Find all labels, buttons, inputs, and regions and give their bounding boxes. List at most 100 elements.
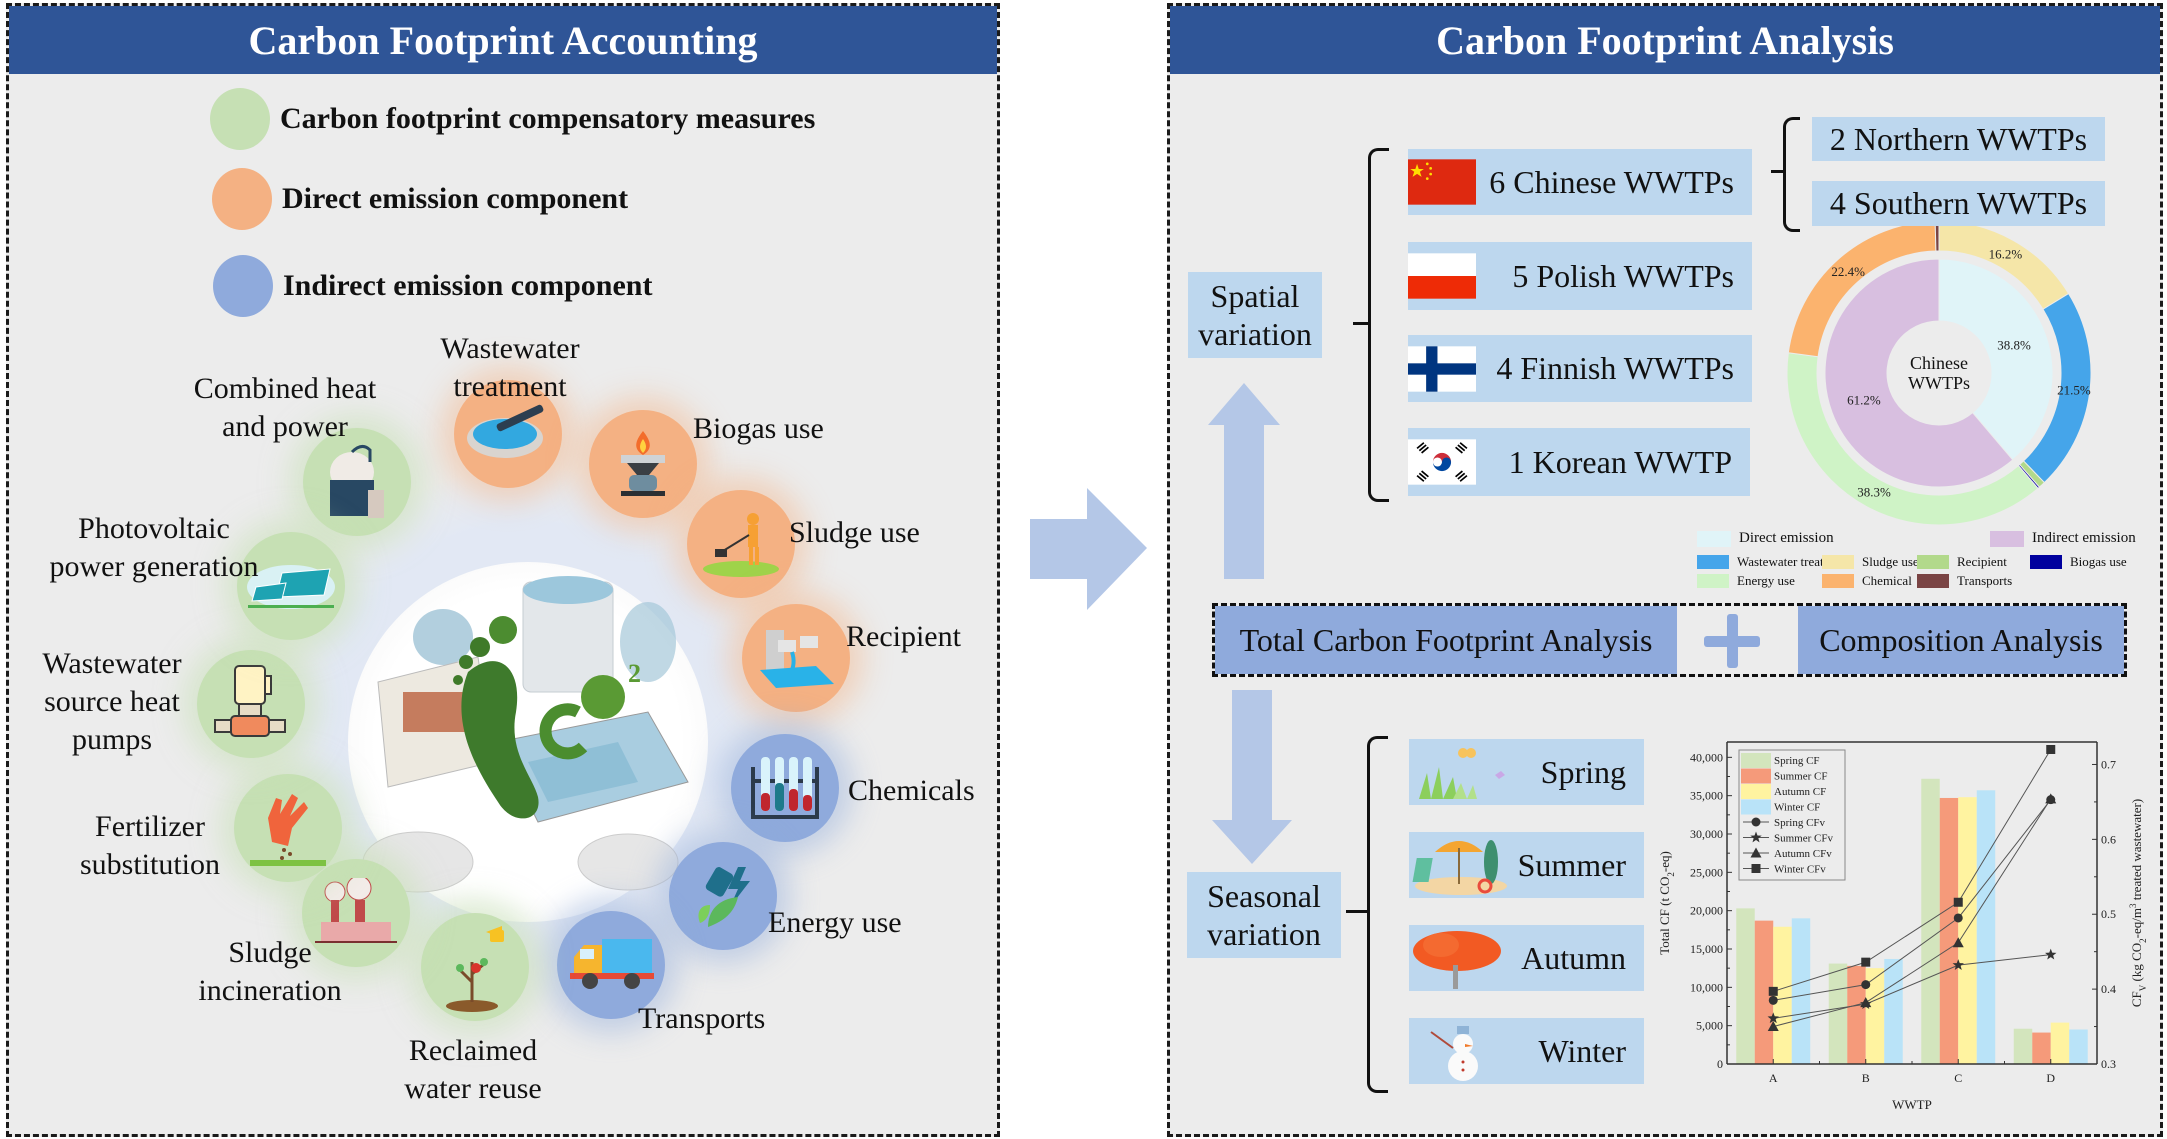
legend-label: Indirect emission: [2032, 530, 2136, 546]
y-tick-label: 20,000: [1690, 904, 1723, 918]
season-autumn[interactable]: Autumn: [1409, 925, 1644, 991]
marker-triangle: [2045, 793, 2057, 804]
finland-flag-icon: [1408, 345, 1476, 392]
legend-swatch: [1697, 530, 1731, 547]
subgroup-southern[interactable]: 4 Southern WWTPs: [1812, 181, 2105, 226]
test-tubes-icon: [751, 757, 819, 819]
node-combined-heat-power[interactable]: [303, 428, 411, 536]
node-transports[interactable]: [557, 911, 665, 1019]
y-tick-label: 0: [1717, 1057, 1723, 1071]
label-combined-heat-power: Combined heat and power: [193, 372, 377, 443]
point-winter-cfv-C: [1953, 897, 1963, 907]
node-recipient[interactable]: [742, 604, 850, 712]
total-cf-analysis[interactable]: Total Carbon Footprint Analysis: [1215, 606, 1677, 674]
legend-label: Direct emission: [1739, 530, 1834, 546]
spring-grass-butterfly-icon: [1419, 748, 1505, 799]
node-fertilizer-substitution[interactable]: [234, 774, 342, 882]
y-tick-label: 25,000: [1690, 865, 1723, 879]
seasonal-brace: [1367, 736, 1388, 1093]
y-axis-label: Total CF (t CO2-eq): [1657, 851, 1676, 955]
donut-center-title: WWTPs: [1908, 373, 1970, 393]
country-chinese[interactable]: 6 Chinese WWTPs: [1408, 149, 1752, 215]
legend-label: Recipient: [1957, 554, 2007, 569]
line-winter-cfv: [1773, 749, 2052, 992]
seasonal-cf-chart: 05,00010,00015,00020,00025,00030,00035,0…: [1657, 741, 2148, 1112]
legend-swatch-winter-cf: [1741, 799, 1771, 815]
svg-text:2: 2: [628, 659, 641, 688]
up-arrow-icon: [1208, 383, 1280, 579]
marker-square: [1953, 897, 1963, 907]
spatial-brace: [1368, 148, 1389, 502]
node-energy-use[interactable]: [669, 842, 777, 950]
legend-label-summer-cfv: Summer CFv: [1774, 833, 1833, 845]
node-sludge-use[interactable]: [687, 490, 795, 598]
clarifier-tank-icon: [467, 404, 544, 458]
legend-label: Transports: [1957, 573, 2013, 588]
legend-swatch: [1697, 555, 1729, 569]
y2-tick-label: 0.3: [2101, 1057, 2116, 1071]
point-summer-cfv-D: [2045, 948, 2057, 960]
y-tick-label: 40,000: [1690, 750, 1723, 764]
legend-label-winter-cfv: Winter CFv: [1774, 864, 1826, 876]
point-winter-cfv-A: [1768, 986, 1778, 996]
subgroup-northern[interactable]: 2 Northern WWTPs: [1812, 117, 2105, 161]
label-fertilizer-substitution: Fertilizer substitution: [79, 810, 221, 881]
node-photovoltaic[interactable]: [237, 532, 345, 640]
factory-chimney-icon: [315, 878, 397, 943]
marker-star: [1750, 831, 1762, 843]
marker-circle: [1861, 980, 1871, 990]
country-korean[interactable]: 1 Korean WWTP: [1408, 428, 1750, 496]
composition-analysis[interactable]: Composition Analysis: [1798, 606, 2124, 674]
label-transports: Transports: [638, 1002, 766, 1035]
donut-label-chemical: 22.4%: [1831, 264, 1865, 279]
legend-swatch-spring-cf: [1741, 753, 1771, 768]
blue-circle-icon: [213, 255, 273, 317]
hand-seeds-icon: [250, 794, 326, 866]
marker-circle: [1953, 913, 1963, 923]
china-flag-icon: [1408, 159, 1476, 205]
marker-square: [2046, 744, 2056, 754]
marker-star: [2045, 948, 2057, 960]
legend-swatch-summer-cf: [1741, 768, 1771, 784]
heat-pump-icon: [214, 665, 286, 737]
line-autumn-cfv: [1773, 798, 2052, 1028]
y-tick-label: 15,000: [1690, 942, 1723, 956]
marker-star: [1767, 1012, 1779, 1024]
point-spring-cfv-C: [1953, 913, 1963, 923]
legend-label: Wastewater treatment: [1737, 554, 1850, 569]
node-reclaimed-water-reuse[interactable]: [421, 913, 529, 1021]
point-spring-cfv-A: [1768, 995, 1778, 1005]
marker-square: [1751, 864, 1761, 873]
point-autumn-cfv-D: [2045, 793, 2057, 804]
season-summer[interactable]: Summer: [1409, 832, 1644, 898]
x-tick-label-A: A: [1769, 1071, 1778, 1085]
node-biogas-use[interactable]: [589, 410, 697, 518]
point-autumn-cfv-B: [1860, 997, 1872, 1008]
spatial-variation-box: Spatial variation: [1188, 272, 1322, 358]
chp-tank-icon: [330, 445, 384, 518]
y-tick-label: 30,000: [1690, 827, 1723, 841]
country-finnish-label: 4 Finnish WWTPs: [1496, 350, 1734, 386]
y2-tick-label: 0.6: [2101, 832, 2116, 846]
country-chinese-label: 6 Chinese WWTPs: [1489, 163, 1734, 200]
node-sludge-incineration[interactable]: [302, 859, 410, 967]
x-tick-label-D: D: [2046, 1071, 2055, 1085]
gas-stove-flame-icon: [621, 431, 665, 496]
marker-triangle: [1767, 1021, 1779, 1032]
country-polish[interactable]: 5 Polish WWTPs: [1408, 242, 1752, 310]
wwtp-carbon-footprint-illustration: 2: [348, 562, 708, 922]
season-spring[interactable]: Spring: [1409, 739, 1644, 805]
node-wastewater-heat-pumps[interactable]: [197, 650, 305, 758]
point-summer-cfv-A: [1767, 1012, 1779, 1024]
label-energy-use: Energy use: [768, 906, 902, 939]
donut-label-wastewater-treatment: 21.5%: [2057, 382, 2091, 397]
country-polish-label: 5 Polish WWTPs: [1512, 257, 1734, 294]
season-winter[interactable]: Winter: [1409, 1018, 1644, 1084]
beach-umbrella-icon: [1412, 840, 1507, 895]
donut-legend-biogas-use: Biogas use: [2030, 554, 2127, 570]
node-chemicals[interactable]: [731, 734, 839, 842]
country-finnish[interactable]: 4 Finnish WWTPs: [1408, 335, 1752, 402]
legend-marker-autumn-cfv: [1750, 847, 1762, 858]
point-winter-cfv-B: [1861, 957, 1871, 967]
node-wastewater-treatment[interactable]: [454, 380, 562, 488]
